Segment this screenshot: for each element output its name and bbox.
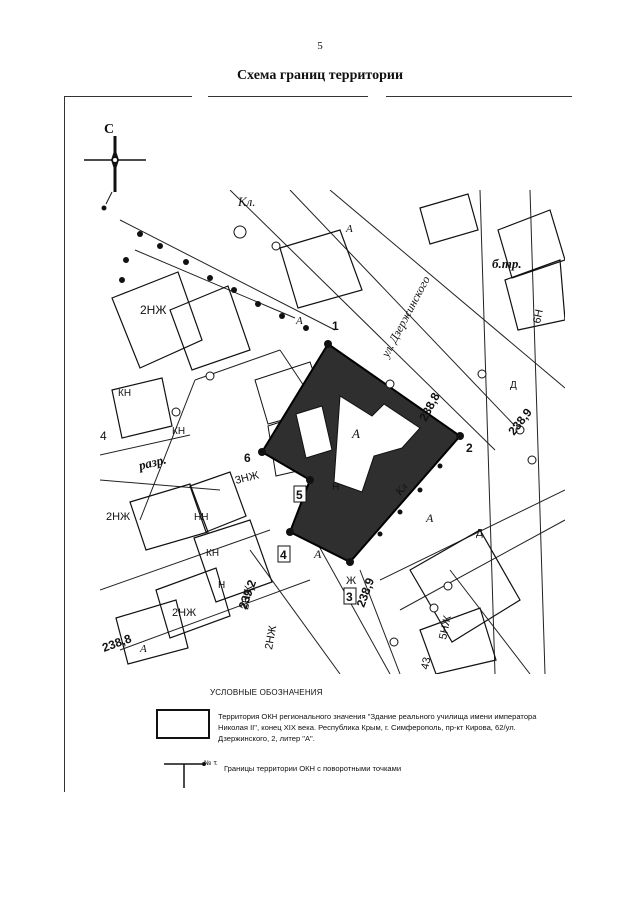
point-label-2: 2	[466, 441, 473, 455]
map-label-street: ул. Дзержинского	[378, 273, 433, 360]
page-number: 5	[317, 40, 323, 52]
legend-territory-swatch	[156, 709, 210, 739]
boundary-symbol-icon	[164, 762, 206, 788]
map-label-2nzh-5: 2НЖ	[239, 585, 255, 611]
map-label-kn-2: КН	[118, 388, 131, 399]
frame-top-line-2	[208, 96, 368, 97]
elevation-label-5: 238,8	[100, 631, 133, 655]
frame-top-line-1	[64, 96, 192, 97]
map-label-2nzh-3: 2НЖ	[172, 607, 196, 619]
map-label-kn-1: КН	[172, 426, 185, 437]
north-label: С	[104, 122, 115, 137]
map-label-nn-1: НН	[194, 512, 208, 523]
map-label-a-side: А	[345, 223, 353, 235]
elevation-label-4: 239,2	[236, 578, 260, 611]
page-title: Схема границ территории	[236, 68, 404, 83]
map-label-btr: б.тр.	[492, 256, 522, 271]
map-label-razr: разр.	[136, 452, 168, 474]
legend-heading: УСЛОВНЫЕ ОБОЗНАЧЕНИЯ	[210, 688, 323, 697]
map-label-zh: Ж	[346, 575, 356, 587]
turning-points	[258, 340, 464, 566]
map-label-kl: Кл.	[237, 194, 256, 209]
map-label-43: 43	[419, 656, 433, 670]
map-label-2nzh-4: 2НЖ	[263, 625, 279, 651]
legend-point-label: № т.	[204, 760, 218, 767]
building-a-wing	[295, 405, 333, 459]
map-label-d-2: Д	[510, 380, 517, 391]
legend-territory-text: Территория ОКН регионального значения "З…	[218, 712, 537, 743]
map-label-a-right: А	[425, 511, 434, 525]
map-label-h-1: Н	[332, 482, 339, 493]
point-label-3: 3	[346, 590, 353, 604]
north-arrow-icon	[84, 136, 146, 211]
map-label-3nzh: 3НЖ	[234, 469, 260, 487]
fence-points	[119, 231, 443, 537]
point-label-6: 6	[244, 451, 251, 465]
map-label-a-center: А	[351, 426, 360, 441]
point-label-1: 1	[332, 319, 339, 333]
building-outlines	[111, 193, 565, 674]
map-label-4: 4	[100, 429, 107, 443]
legend-boundary-text: Границы территории ОКН с поворотными точ…	[224, 764, 402, 773]
map-label-a-mid: А	[313, 547, 322, 561]
elevation-label-3: 238,9	[354, 576, 378, 609]
map-label-a-top: А	[295, 315, 303, 327]
frame-left-line	[64, 96, 65, 792]
point-label-4: 4	[280, 548, 287, 562]
cadastral-map: 1 2 3 4 5 6 Кл. ул. Дзержинского б.тр. р…	[100, 190, 565, 674]
frame-top-line-3	[386, 96, 572, 97]
open-circles	[171, 225, 537, 647]
map-label-5nzh: 5НЖ	[437, 614, 454, 640]
building-a	[333, 395, 421, 493]
point-label-5: 5	[296, 488, 303, 502]
map-label-d-1: Д	[476, 528, 483, 539]
map-label-kn-3: КН	[206, 548, 219, 559]
map-label-6n: 6Н	[531, 308, 546, 324]
map-label-h-2: Н	[218, 580, 225, 591]
elevation-label-1: 238,8	[416, 390, 443, 423]
map-label-2nzh-1: 2НЖ	[140, 303, 166, 317]
map-label-2nzh-2: 2НЖ	[106, 511, 130, 523]
map-label-a-bottom: А	[139, 643, 147, 655]
